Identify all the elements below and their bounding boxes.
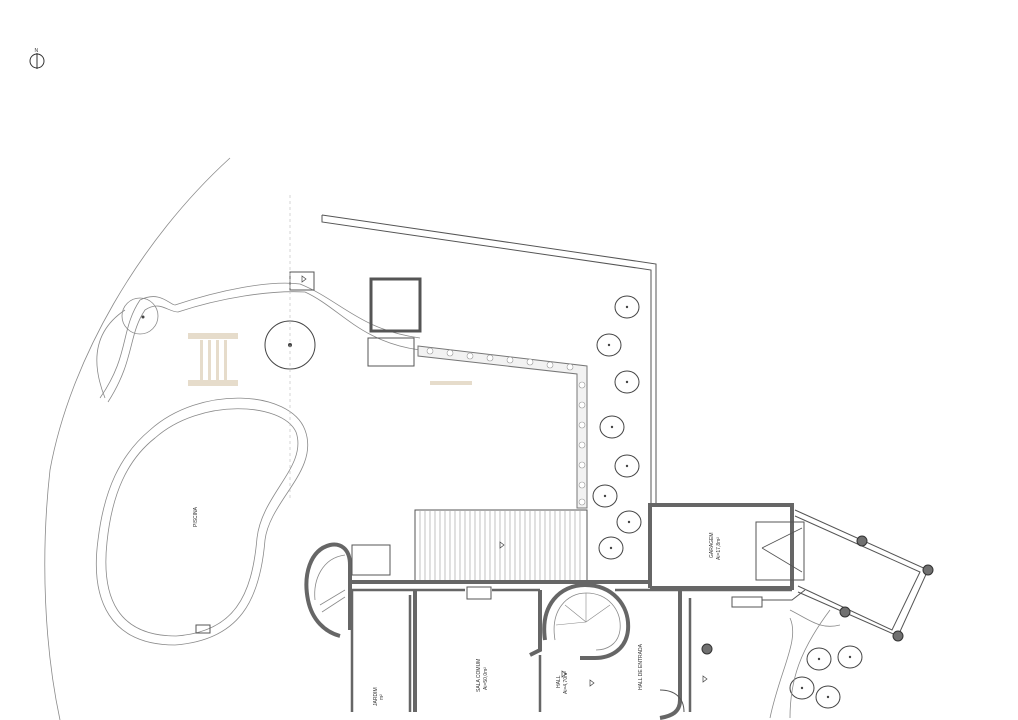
pool-outline bbox=[95, 397, 308, 646]
roundabout-center bbox=[141, 315, 145, 319]
boundary-wall bbox=[321, 214, 657, 505]
living-area: Ai=50,0m² bbox=[483, 667, 489, 690]
shed bbox=[369, 277, 422, 333]
building-walls bbox=[304, 503, 806, 720]
north-arrow-icon: N bbox=[29, 48, 45, 69]
hall-label: HALL bbox=[556, 675, 562, 688]
pool-ladder bbox=[195, 624, 211, 634]
hall-area: Ai=4,70m² bbox=[563, 671, 569, 694]
pool-label: PISCINA bbox=[193, 506, 199, 527]
garage-area: Ai=17,8m² bbox=[716, 537, 722, 560]
garden-path bbox=[99, 282, 421, 399]
site-boundary-inner bbox=[96, 309, 126, 399]
stone-texture bbox=[426, 347, 586, 506]
terrace-roof bbox=[414, 509, 588, 583]
entrance-hall-label: HALL DE ENTRADA bbox=[638, 643, 644, 690]
shed-step bbox=[367, 337, 415, 367]
stone-path bbox=[417, 345, 588, 509]
north-label: N bbox=[35, 48, 39, 54]
garden-path-inner bbox=[107, 291, 421, 403]
tree-row bbox=[592, 295, 863, 709]
left-room-label: JARDIM bbox=[373, 687, 379, 706]
site-boundary-outer bbox=[44, 157, 231, 720]
level-markers bbox=[301, 275, 708, 687]
left-room-area: m² bbox=[379, 694, 385, 700]
pool-water bbox=[105, 408, 299, 637]
garage-label: GARAGEM bbox=[709, 532, 715, 558]
living-label: SALA COMUM bbox=[476, 659, 482, 692]
pergola-columns bbox=[188, 333, 472, 386]
pergola bbox=[701, 509, 934, 719]
path-roundabout bbox=[121, 297, 159, 335]
